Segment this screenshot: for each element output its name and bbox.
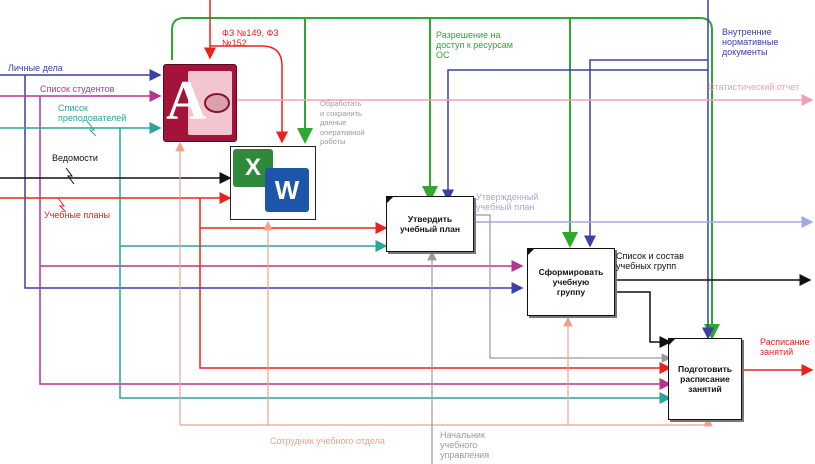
access-icon: A — [163, 64, 237, 142]
label-process-note: Обработать и сохранить данные оперативно… — [320, 99, 365, 146]
arrow-internal-docs — [442, 0, 714, 340]
label-teacher-list: Список преподователей — [58, 103, 127, 123]
arrow-teacher-list — [0, 122, 672, 404]
label-groups-list: Список и состав учебных групп — [616, 251, 684, 271]
arrow-os-access — [171, 17, 720, 340]
tunnel-mark-statements — [65, 167, 75, 185]
arrow-groups-list — [614, 274, 812, 348]
box-approve-plan-label: Утвердить учебный план — [400, 214, 460, 234]
label-curricula: Учебные планы — [44, 210, 110, 220]
arrow-staff — [175, 141, 713, 427]
label-head: Начальник учебного управления — [440, 430, 490, 460]
box-corner-mark — [387, 197, 393, 203]
label-os-access: Разрешение на доступ к ресурсам ОС — [436, 30, 513, 60]
arrow-approved-plan-gray — [475, 214, 672, 363]
box-corner-mark — [669, 339, 675, 345]
label-schedule: Расписание занятий — [760, 337, 810, 357]
label-student-list: Список студентов — [40, 84, 115, 94]
label-internal-docs: Внутренние нормативные документы — [722, 27, 779, 57]
tunnel-mark-teachers — [87, 121, 97, 137]
label-personal-files: Личные дела — [8, 63, 63, 73]
arrow-law — [204, 0, 288, 144]
word-icon: W — [265, 168, 309, 212]
box-corner-mark — [528, 249, 534, 255]
label-statements: Ведомости — [52, 153, 98, 163]
box-prepare-schedule-label: Подготовить расписание занятий — [677, 364, 733, 394]
label-approved-plan: Утвержденный учебный план — [476, 192, 539, 212]
box-approve-plan: Утвердить учебный план — [386, 196, 474, 252]
tunnel-mark-curricula — [57, 197, 67, 213]
label-staff: Сотрудник учебного отдела — [270, 436, 385, 446]
box-form-group: Сформировать учебную группу — [527, 248, 615, 316]
arrow-curricula — [0, 192, 672, 374]
access-icon-key — [204, 93, 230, 113]
box-prepare-schedule: Подготовить расписание занятий — [668, 338, 742, 420]
label-stat-report: Статистический отчет — [708, 82, 800, 92]
box-form-group-label: Сформировать учебную группу — [538, 267, 604, 297]
access-icon-letter: A — [166, 70, 207, 132]
arrow-personal-files — [0, 69, 524, 294]
label-law: ФЗ №149, ФЗ №152 — [222, 28, 279, 48]
